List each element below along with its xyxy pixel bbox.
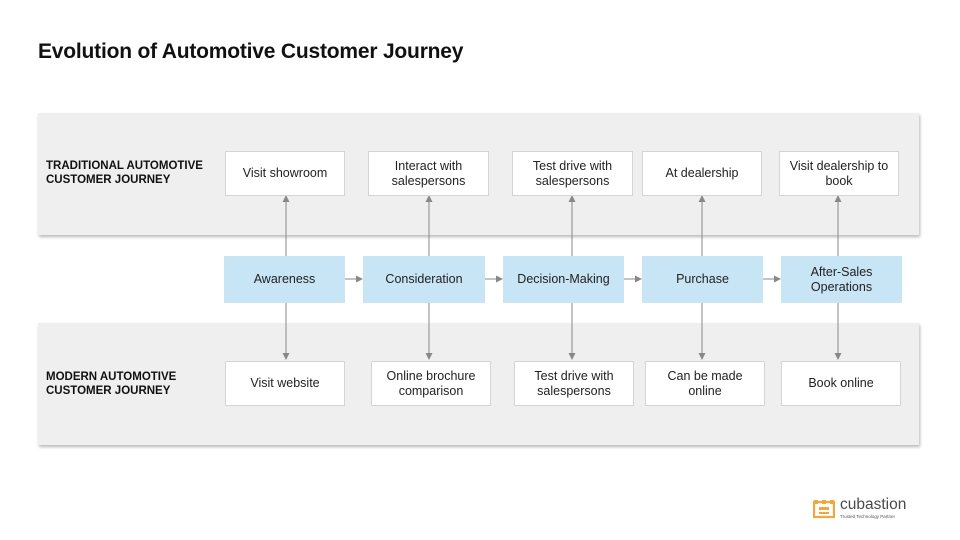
stage-purchase: Purchase: [642, 256, 763, 303]
traditional-journey-label: TRADITIONAL AUTOMOTIVE CUSTOMER JOURNEY: [46, 160, 203, 186]
traditional-step-purchase: At dealership: [642, 151, 762, 196]
modern-step-decision: Test drive with salespersons: [514, 361, 634, 406]
modern-step-after-sales: Book online: [781, 361, 901, 406]
modern-journey-label: MODERN AUTOMOTIVE CUSTOMER JOURNEY: [46, 371, 177, 397]
modern-step-purchase: Can be made online: [645, 361, 765, 406]
page-title: Evolution of Automotive Customer Journey: [38, 40, 464, 63]
stage-consideration: Consideration: [363, 256, 485, 303]
stage-after-sales-operations: After-Sales Operations: [781, 256, 902, 303]
logo-tagline: Trusted Technology Partner: [840, 514, 896, 519]
stage-decision-making: Decision-Making: [503, 256, 624, 303]
traditional-step-after-sales: Visit dealership to book: [779, 151, 899, 196]
company-logo: cubastion Trusted Technology Partner: [813, 497, 906, 520]
modern-step-consideration: Online brochure comparison: [371, 361, 491, 406]
modern-step-awareness: Visit website: [225, 361, 345, 406]
logo-name: cubastion: [840, 496, 907, 513]
traditional-step-decision: Test drive with salespersons: [512, 151, 633, 196]
traditional-step-awareness: Visit showroom: [225, 151, 345, 196]
traditional-step-consideration: Interact with salespersons: [368, 151, 489, 196]
cubastion-logo-icon: [813, 499, 835, 518]
stage-awareness: Awareness: [224, 256, 345, 303]
